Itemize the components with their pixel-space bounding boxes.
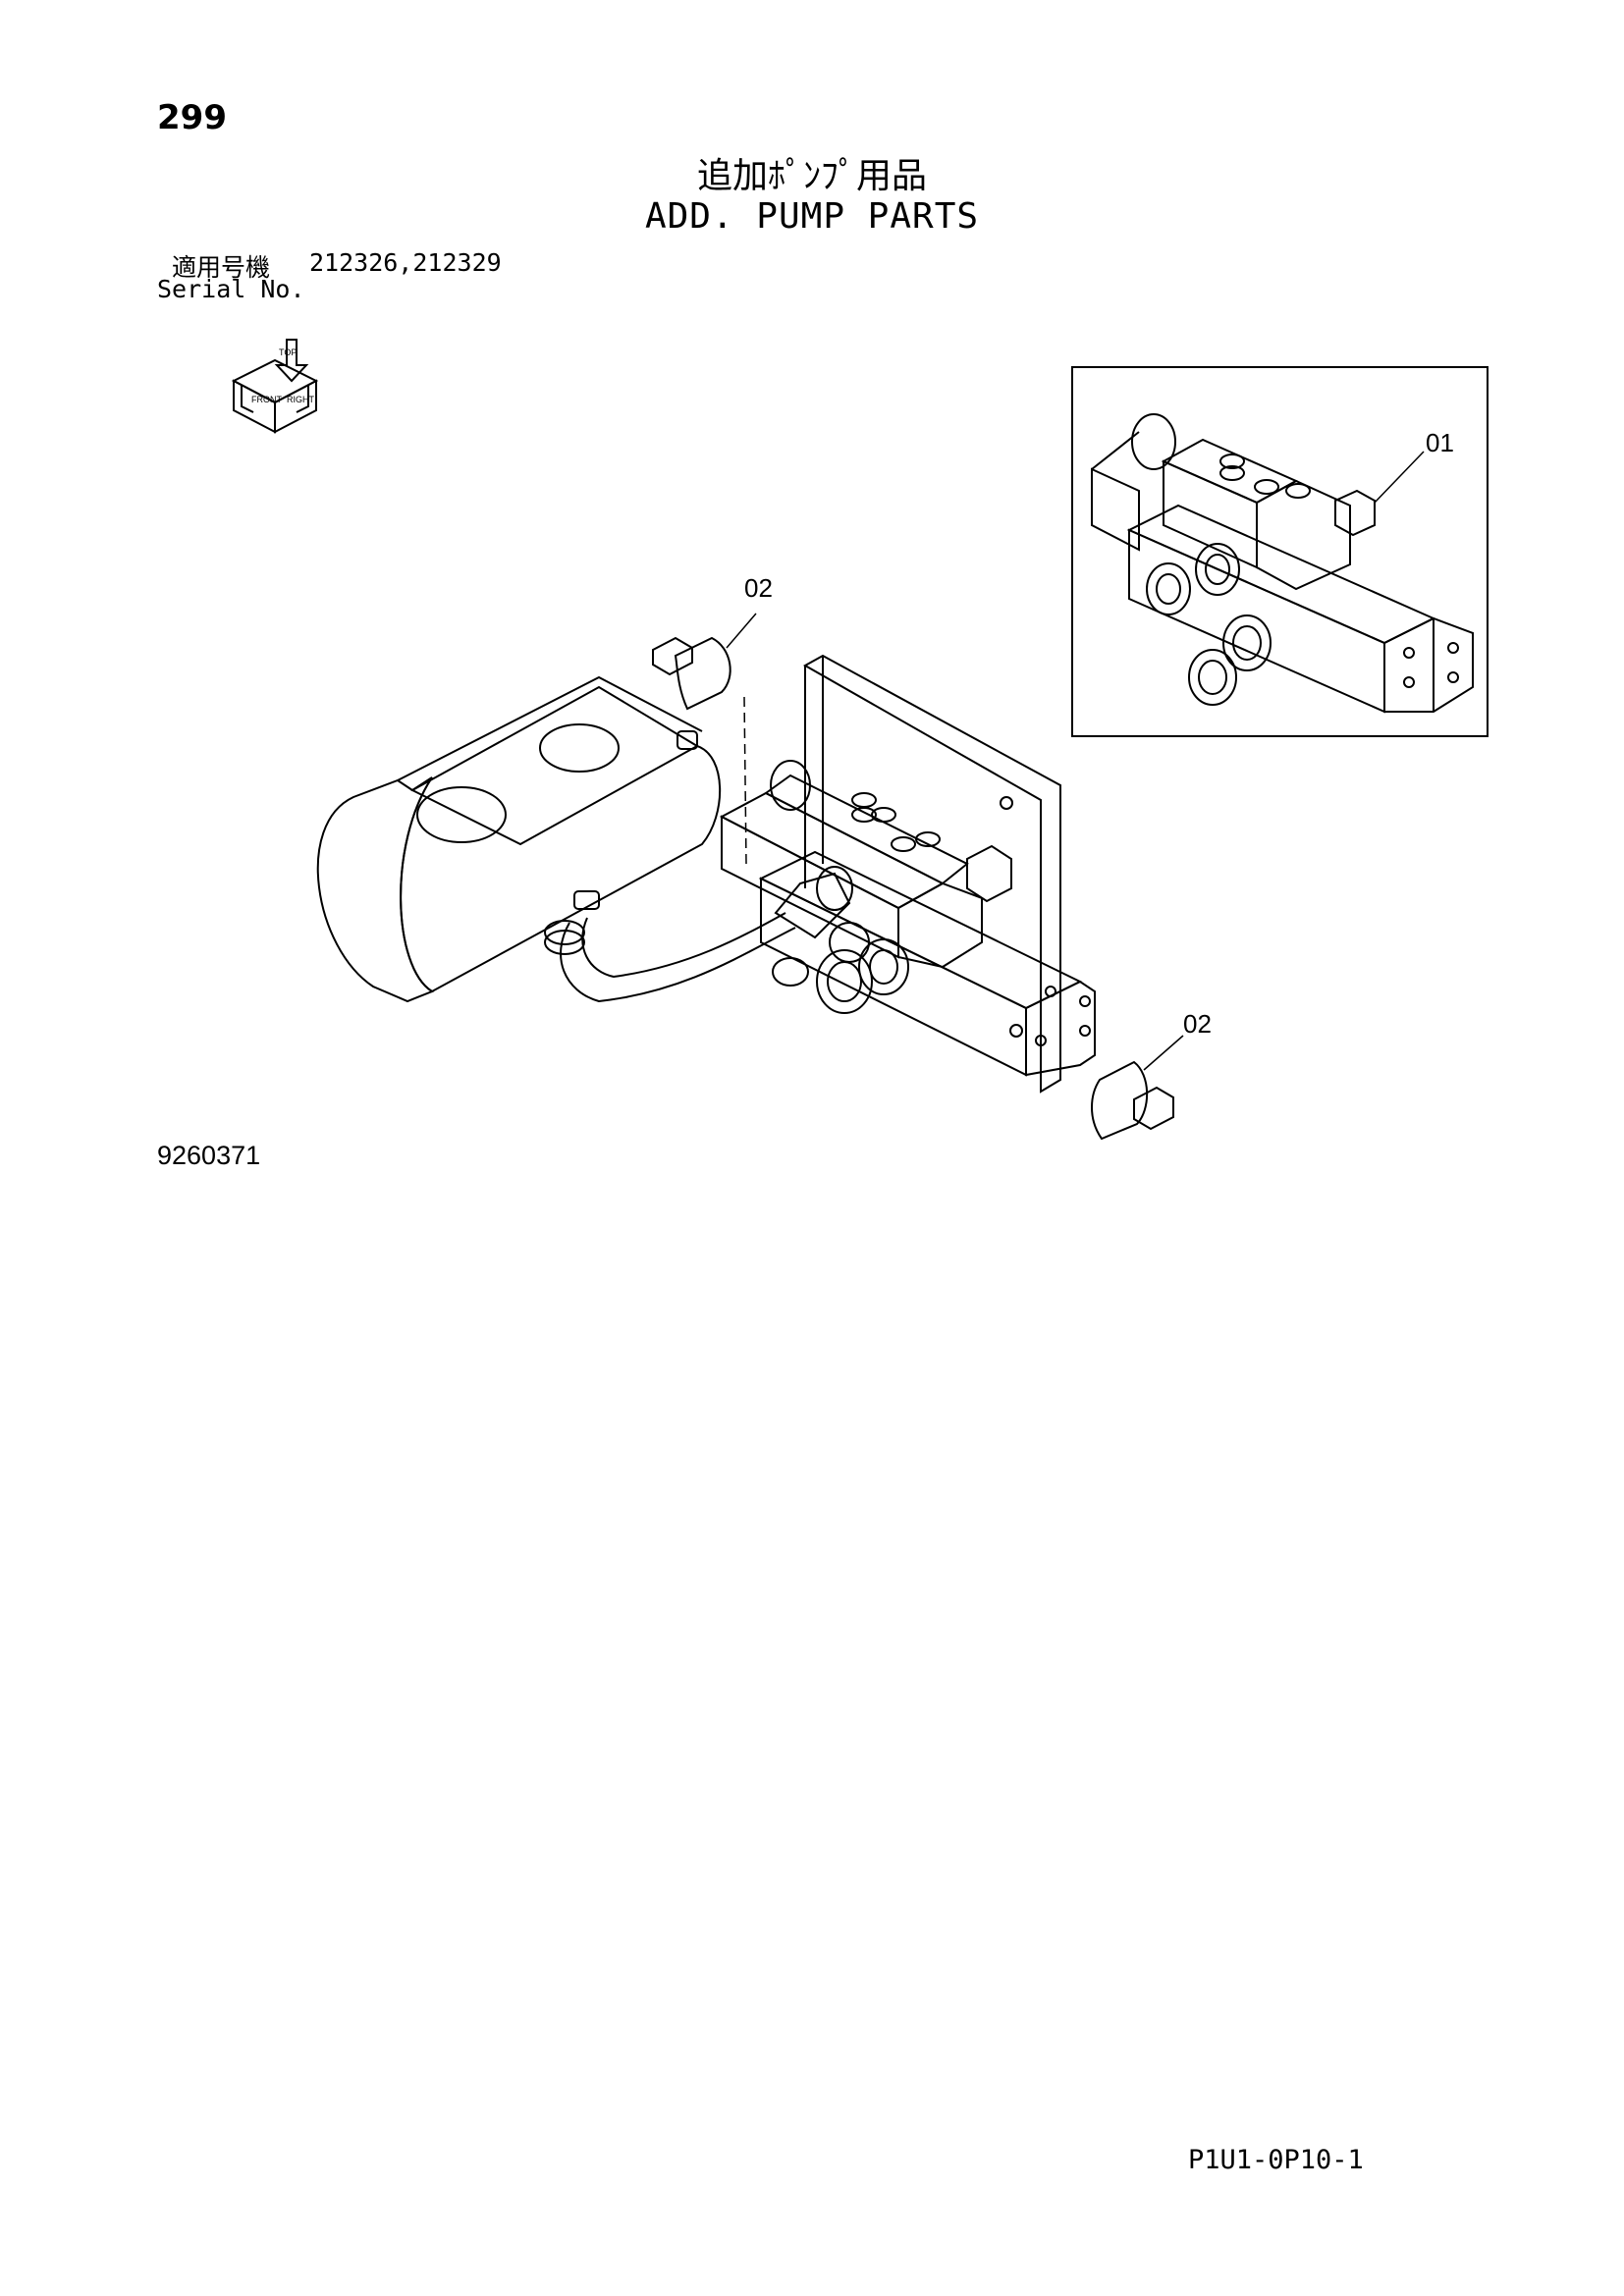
hydraulic-hose [544, 866, 853, 1003]
serial-label-english: Serial No. [157, 275, 305, 303]
orientation-label-right: RIGHT [287, 395, 315, 404]
valve-block [719, 760, 1096, 1077]
serial-label-japanese: 適用号機 [172, 253, 271, 282]
plug-bottom: 02 [1091, 1009, 1212, 1141]
page-code: P1U1-0P10-1 [1188, 2145, 1364, 2175]
page-title-japanese: 追加ﾎﾟﾝﾌﾟ用品 [696, 156, 927, 196]
callout-02-bottom: 02 [1183, 1009, 1212, 1039]
serial-numbers: 212326,212329 [309, 248, 502, 277]
page-number: 299 [157, 98, 227, 137]
callout-02-top: 02 [744, 573, 773, 603]
callout-01: 01 [1426, 428, 1454, 457]
orientation-label-front: FRONT [251, 395, 282, 404]
page-title-english: ADD. PUMP PARTS [644, 196, 980, 237]
pump-body [316, 675, 722, 1003]
plug-top: 02 [652, 573, 773, 865]
mounting-bracket [802, 654, 1061, 1094]
figure-number: 9260371 [157, 1141, 261, 1170]
orientation-label-top: TOP [279, 347, 297, 357]
orientation-indicator-icon: FRONT RIGHT TOP [231, 339, 319, 434]
inset-detail-box: 01 [1071, 366, 1489, 737]
